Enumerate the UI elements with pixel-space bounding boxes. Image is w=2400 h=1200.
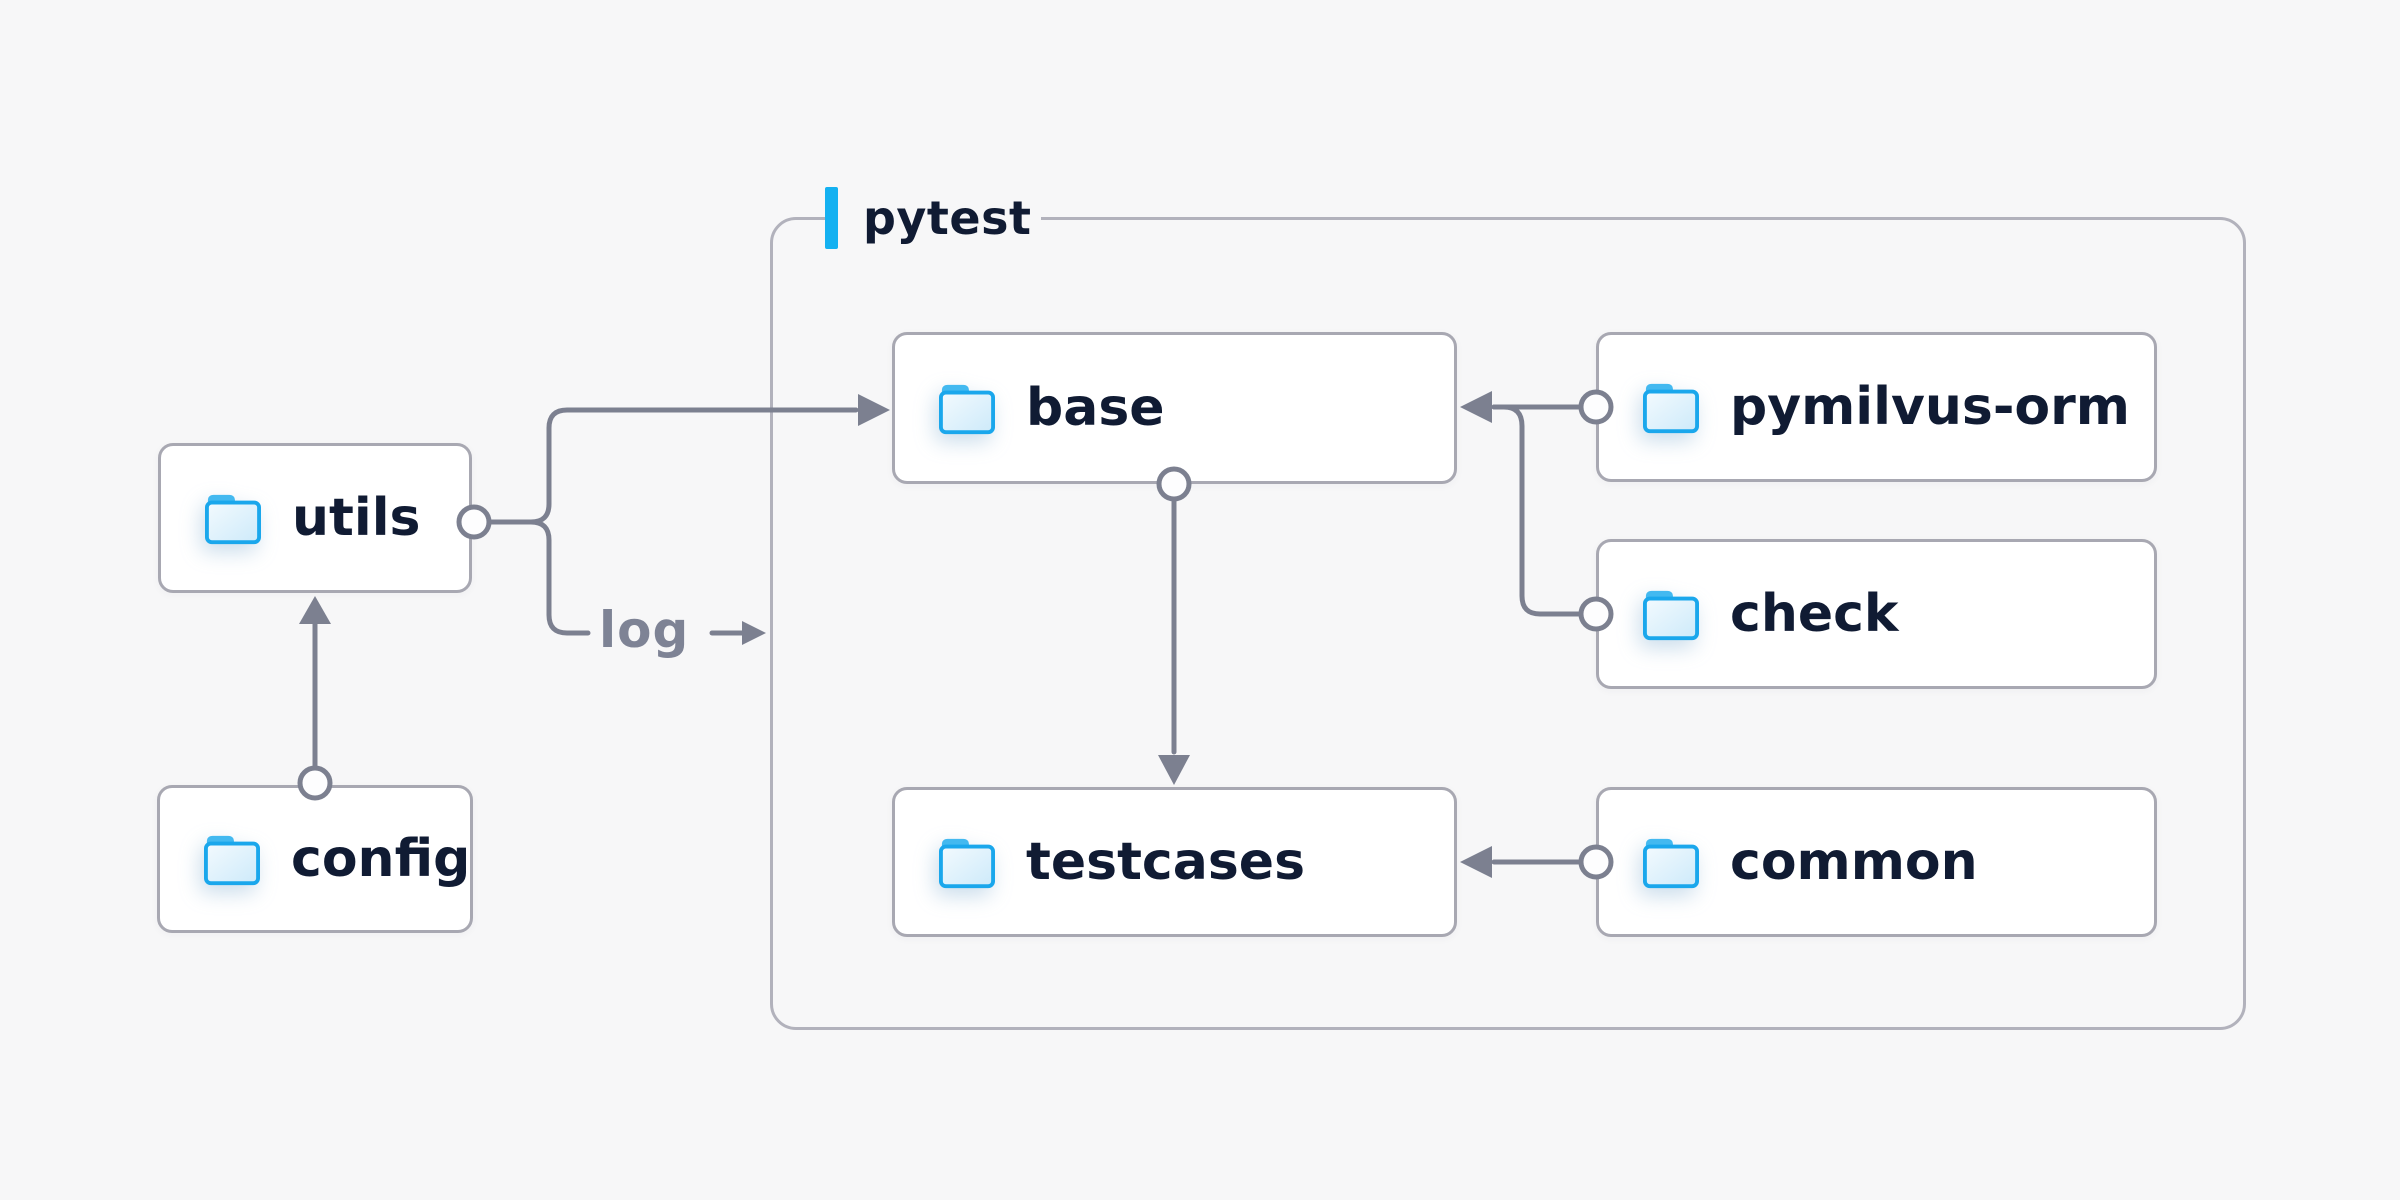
node-label: config (291, 829, 471, 889)
edge-utils-log (528, 519, 591, 636)
node-common: common (1596, 787, 2157, 937)
arrowhead-log (742, 621, 766, 645)
node-base: base (892, 332, 1457, 484)
node-label: check (1730, 584, 1899, 644)
node-check: check (1596, 539, 2157, 689)
accent-bar-icon (825, 187, 838, 249)
edge-label-log: log (599, 601, 690, 659)
folder-icon (200, 831, 264, 887)
folder-icon (1639, 379, 1703, 435)
folder-icon (935, 834, 999, 890)
group-pytest: pytest (770, 186, 2246, 1030)
group-label-text: pytest (863, 191, 1032, 245)
folder-icon (1639, 834, 1703, 890)
node-config: config (157, 785, 473, 933)
node-label: testcases (1026, 832, 1306, 892)
node-label: base (1026, 378, 1165, 438)
node-label: utils (292, 488, 421, 548)
node-label: common (1730, 832, 1978, 892)
folder-icon (935, 380, 999, 436)
node-testcases: testcases (892, 787, 1457, 937)
node-utils: utils (158, 443, 472, 593)
node-label: pymilvus-orm (1730, 377, 2130, 437)
group-pytest-label: pytest (825, 186, 1042, 250)
folder-icon (1639, 586, 1703, 642)
folder-icon (201, 490, 265, 546)
arrowhead-into-utils (299, 596, 331, 624)
node-pymilvus-orm: pymilvus-orm (1596, 332, 2157, 482)
